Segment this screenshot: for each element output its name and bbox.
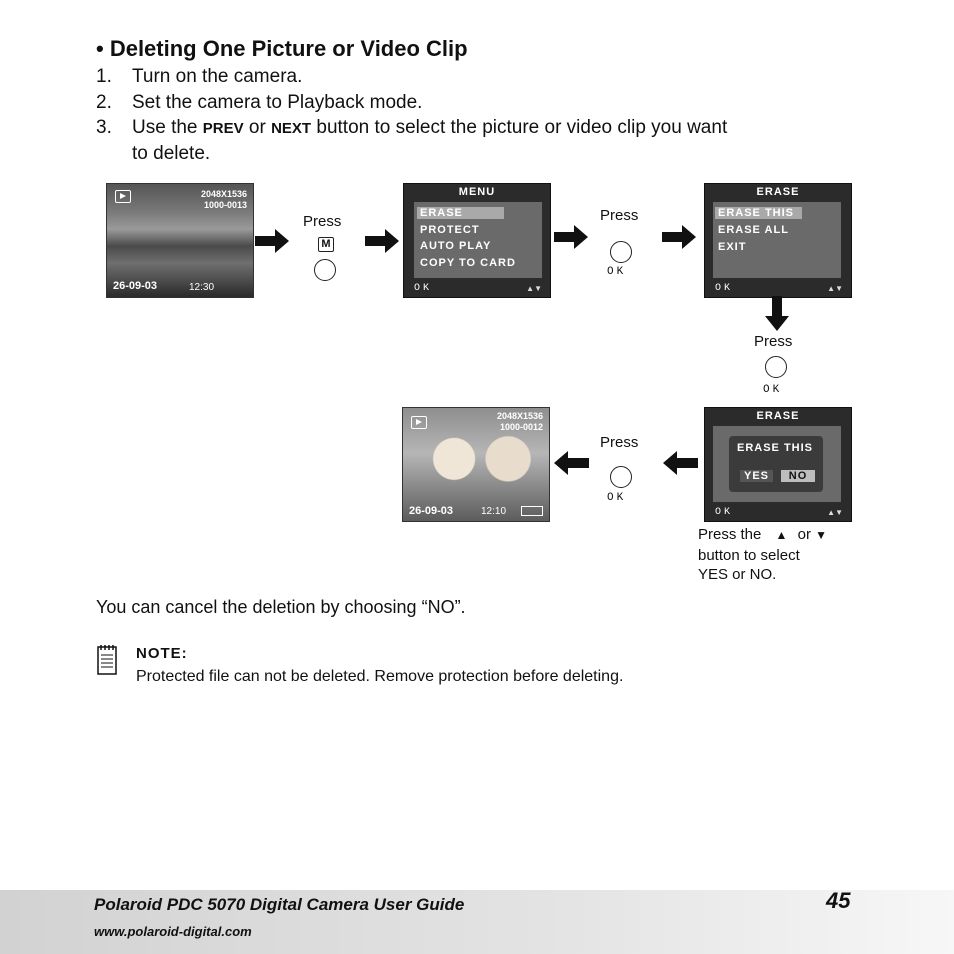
caption-line-1: Press the ▲ or ▼ bbox=[698, 525, 827, 546]
arrow-left-icon bbox=[553, 450, 589, 481]
press-label: Press bbox=[754, 333, 792, 350]
menu-key-icon: M bbox=[318, 237, 334, 252]
menu-item-protect: PROTECT bbox=[420, 224, 480, 236]
erase-screen-title: ERASE bbox=[705, 186, 851, 198]
step-2: 2.Set the camera to Playback mode. bbox=[96, 92, 422, 114]
confirm-option-no: NO bbox=[781, 470, 815, 482]
erase-item-exit: EXIT bbox=[718, 241, 746, 253]
photo-info: 2048X1536 1000-0012 bbox=[497, 411, 543, 433]
ok-label: OK bbox=[607, 266, 626, 278]
photo-info: 2048X1536 1000-0013 bbox=[201, 189, 247, 211]
arrow-right-icon bbox=[662, 224, 698, 255]
page-number: 45 bbox=[826, 888, 850, 914]
footer-url: www.polaroid-digital.com bbox=[94, 924, 252, 939]
playback-photo-landscape: 2048X1536 1000-0013 26-09-03 12:30 bbox=[106, 183, 254, 298]
step-3: 3.Use the PREV or NEXT button to select … bbox=[96, 117, 727, 139]
ok-button-icon bbox=[765, 356, 787, 378]
up-down-icon: ▲▼ bbox=[526, 284, 542, 293]
ok-button-icon bbox=[610, 466, 632, 488]
photo-file-number: 1000-0012 bbox=[497, 422, 543, 433]
menu-screen: MENU ERASE PROTECT AUTO PLAY COPY TO CAR… bbox=[403, 183, 551, 298]
arrow-right-icon bbox=[365, 228, 401, 259]
ok-label: OK bbox=[763, 384, 782, 396]
step-1-number: 1. bbox=[96, 66, 132, 88]
arrow-down-icon bbox=[764, 296, 790, 337]
step-2-number: 2. bbox=[96, 92, 132, 114]
down-triangle-icon: ▼ bbox=[815, 528, 827, 542]
step-3-text-pre: Use the bbox=[132, 117, 203, 138]
playback-icon bbox=[411, 416, 427, 429]
step-3-or: or bbox=[244, 117, 271, 138]
up-down-icon: ▲▼ bbox=[827, 508, 843, 517]
confirm-prompt: ERASE THIS bbox=[737, 442, 813, 454]
confirm-option-yes: YES bbox=[740, 470, 773, 482]
step-3-continuation: to delete. bbox=[132, 143, 210, 165]
step-1-text: Turn on the camera. bbox=[132, 66, 302, 87]
photo-resolution: 2048X1536 bbox=[497, 411, 543, 422]
press-label: Press bbox=[600, 434, 638, 451]
caption-line-3: YES or NO. bbox=[698, 565, 827, 585]
section-heading: • Deleting One Picture or Video Clip bbox=[96, 36, 468, 62]
step-2-text: Set the camera to Playback mode. bbox=[132, 92, 422, 113]
photo-date: 26-09-03 bbox=[113, 280, 157, 292]
up-triangle-icon: ▲ bbox=[776, 528, 788, 542]
footer-title: Polaroid PDC 5070 Digital Camera User Gu… bbox=[94, 895, 464, 915]
menu-item-auto-play: AUTO PLAY bbox=[420, 240, 491, 252]
up-down-icon: ▲▼ bbox=[827, 284, 843, 293]
note-text: Protected file can not be deleted. Remov… bbox=[136, 668, 623, 686]
press-label: Press bbox=[600, 207, 638, 224]
erase-item-this: ERASE THIS bbox=[715, 207, 802, 219]
menu-screen-title: MENU bbox=[404, 186, 550, 198]
erase-confirm-screen: ERASE ERASE THIS YES NO OK ▲▼ bbox=[704, 407, 852, 522]
step-3-number: 3. bbox=[96, 117, 132, 139]
photo-time: 12:30 bbox=[189, 282, 214, 293]
battery-icon bbox=[521, 506, 543, 516]
step-3-text-post: button to select the picture or video cl… bbox=[311, 117, 727, 138]
menu-item-copy-to-card: COPY TO CARD bbox=[420, 257, 516, 269]
ok-softkey: OK bbox=[715, 507, 733, 518]
caption-or: or bbox=[798, 526, 811, 543]
yes-no-caption: Press the ▲ or ▼ button to select YES or… bbox=[698, 525, 827, 585]
caption-line-2: button to select bbox=[698, 546, 827, 566]
next-button-label: NEXT bbox=[271, 120, 311, 137]
prev-button-label: PREV bbox=[203, 120, 244, 137]
photo-resolution: 2048X1536 bbox=[201, 189, 247, 200]
playback-photo-children: 2048X1536 1000-0012 26-09-03 12:10 bbox=[402, 407, 550, 522]
notepad-icon bbox=[96, 643, 118, 675]
note-label: NOTE: bbox=[136, 645, 188, 662]
playback-icon bbox=[115, 190, 131, 203]
arrow-right-icon bbox=[554, 224, 590, 255]
arrow-left-icon bbox=[662, 450, 698, 481]
press-label: Press bbox=[303, 213, 341, 230]
cancel-instruction: You can cancel the deletion by choosing … bbox=[96, 597, 466, 618]
photo-date: 26-09-03 bbox=[409, 505, 453, 517]
caption-press-the: Press the bbox=[698, 526, 761, 543]
erase-item-all: ERASE ALL bbox=[718, 224, 789, 236]
confirm-screen-title: ERASE bbox=[705, 410, 851, 422]
erase-screen: ERASE ERASE THIS ERASE ALL EXIT OK ▲▼ bbox=[704, 183, 852, 298]
arrow-right-icon bbox=[255, 228, 291, 259]
step-1: 1.Turn on the camera. bbox=[96, 66, 302, 88]
ok-softkey: OK bbox=[414, 283, 432, 294]
ok-softkey: OK bbox=[715, 283, 733, 294]
menu-button-icon bbox=[314, 259, 336, 281]
menu-item-erase: ERASE bbox=[417, 207, 504, 219]
photo-time: 12:10 bbox=[481, 506, 506, 517]
ok-button-icon bbox=[610, 241, 632, 263]
photo-file-number: 1000-0013 bbox=[201, 200, 247, 211]
ok-label: OK bbox=[607, 492, 626, 504]
